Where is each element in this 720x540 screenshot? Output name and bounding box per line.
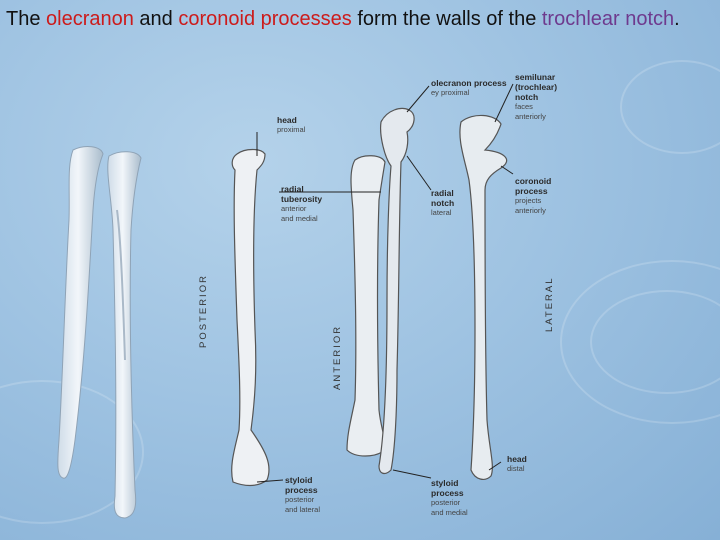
orientation-posterior: POSTERIOR (198, 274, 209, 348)
label-olecranon-process: olecranon process ey proximal (431, 78, 507, 97)
ulna-ridge (116, 209, 126, 361)
background-swirl (620, 60, 720, 154)
label-radial-notch: radial notch lateral (431, 188, 455, 217)
radius-anterior-view (346, 155, 386, 457)
bone-drawings (231, 83, 514, 487)
forearm-bones-3d-illustration (57, 146, 142, 519)
orientation-anterior: ANTERIOR (332, 324, 343, 390)
olecranon-term: olecranon (46, 8, 134, 30)
label-head-proximal: head proximal (277, 115, 306, 134)
label-head-distal: head distal (507, 454, 527, 473)
label-coronoid-process: coronoid process projects anteriorly (515, 176, 552, 215)
label-radial-tuberosity: radial tuberosity anterior and medial (281, 184, 323, 223)
slide-title: The olecranon and coronoid processes for… (6, 8, 680, 30)
leader-lines (256, 83, 514, 483)
radius-posterior-view (231, 148, 270, 487)
coronoid-term: coronoid processes (178, 8, 352, 30)
orientation-lateral: LATERAL (544, 276, 555, 332)
label-styloid-process-ulna: styloid process posterior and medial (431, 478, 468, 517)
label-semilunar-notch: semilunar (trochlear) notch faces anteri… (515, 72, 558, 121)
ulna-lateral-view (459, 114, 508, 480)
anatomy-plate: head proximal radial tuberosity anterior… (195, 70, 570, 535)
radius-3d (57, 146, 104, 479)
ulna-anterior-view (378, 107, 415, 475)
background-swirl (590, 290, 720, 394)
label-styloid-process-radius: styloid process posterior and lateral (285, 475, 321, 514)
trochlear-notch-term: trochlear notch (541, 8, 675, 30)
